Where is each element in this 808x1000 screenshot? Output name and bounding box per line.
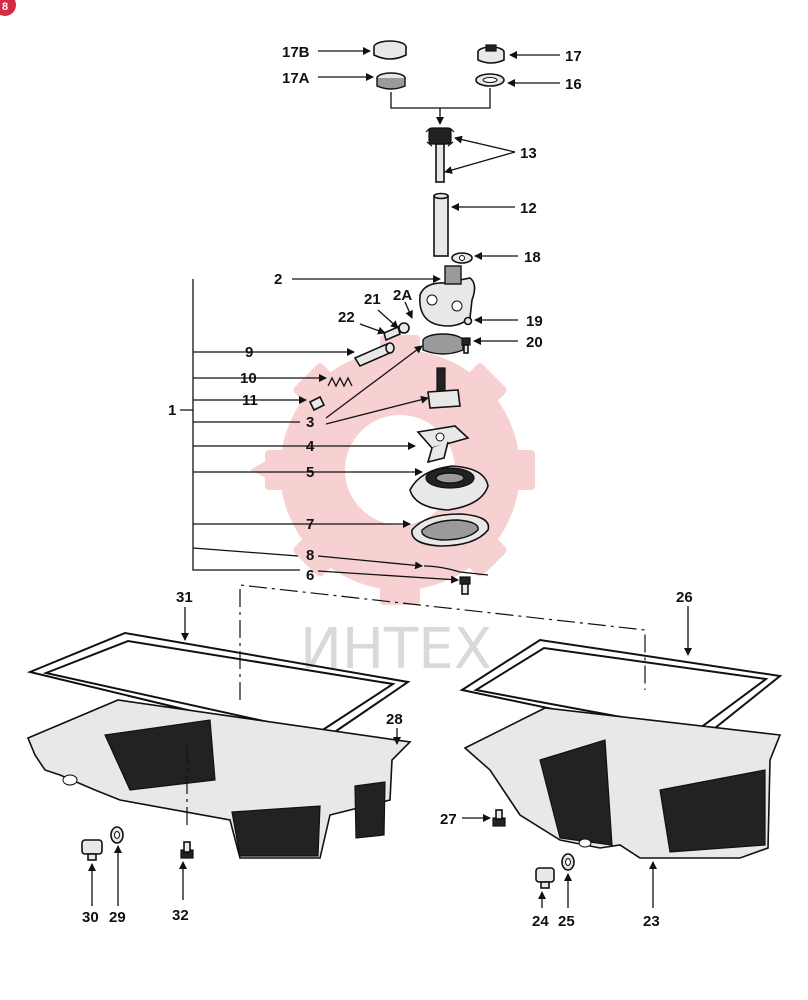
- callout-25: 25: [558, 913, 575, 930]
- callout-32: 32: [172, 907, 189, 924]
- part-21-ring: [383, 325, 401, 342]
- corner-badge: 8: [0, 0, 16, 16]
- callout-labels: 17B 17A 17 16 13 12 18 2 2A 21 22 19 20 …: [82, 44, 693, 930]
- leader-lines: [88, 47, 692, 908]
- part-9-plunger: [353, 342, 395, 368]
- callout-16: 16: [565, 76, 582, 93]
- callout-21: 21: [364, 291, 381, 308]
- callout-4: 4: [306, 438, 315, 455]
- callout-18: 18: [524, 249, 541, 266]
- part-32-bolt: [180, 841, 194, 859]
- callout-2: 2: [274, 271, 282, 288]
- callout-6: 6: [306, 567, 314, 584]
- part-29-washer: [110, 826, 124, 844]
- callout-28: 28: [386, 711, 403, 728]
- callout-20: 20: [526, 334, 543, 351]
- callout-17: 17: [565, 48, 582, 65]
- part-17a-seal: [376, 72, 406, 90]
- callout-17a: 17A: [282, 70, 310, 87]
- part-13-gear: [425, 127, 455, 183]
- part-6-bolt: [459, 576, 471, 595]
- part-20-screw: [461, 337, 471, 354]
- part-5-screen-housing: [409, 465, 489, 511]
- callout-5: 5: [306, 464, 314, 481]
- callout-29: 29: [109, 909, 126, 926]
- part-27-bolt: [492, 809, 506, 827]
- callout-12: 12: [520, 200, 537, 217]
- part-12-shaft: [433, 192, 449, 257]
- part-18-gasket: [451, 252, 473, 264]
- callout-8: 8: [306, 547, 314, 564]
- part-30-drain-plug: [81, 839, 103, 861]
- part-25-washer: [561, 853, 575, 871]
- part-17-plug: [477, 44, 505, 64]
- right-oil-pan: [463, 707, 782, 859]
- callout-3: 3: [306, 414, 314, 431]
- part-4-cover: [416, 425, 470, 464]
- callout-30: 30: [82, 909, 99, 926]
- callout-19: 19: [526, 313, 543, 330]
- watermark-text: ИНТЕХ: [300, 617, 492, 682]
- callout-23: 23: [643, 913, 660, 930]
- callout-27: 27: [440, 811, 457, 828]
- part-19-washer: [463, 316, 473, 326]
- part-2a-pin: [398, 322, 410, 334]
- callout-9: 9: [245, 344, 253, 361]
- part-3-gear-set: [422, 333, 464, 409]
- callout-24: 24: [532, 913, 549, 930]
- part-2-pump-body: [418, 265, 476, 327]
- callout-22: 22: [338, 309, 355, 326]
- callout-26: 26: [676, 589, 693, 606]
- part-16-gasket: [475, 73, 505, 87]
- part-7-screen: [411, 513, 490, 547]
- part-24-drain-plug: [535, 867, 555, 889]
- callout-1: 1: [168, 402, 176, 419]
- part-10-spring: [327, 376, 353, 388]
- callout-31: 31: [176, 589, 193, 606]
- left-oil-pan: [26, 699, 412, 859]
- callout-11: 11: [242, 392, 258, 409]
- callout-13: 13: [520, 145, 537, 162]
- part-17b-cap: [373, 40, 407, 60]
- part-11-plug: [308, 395, 326, 412]
- center-line: [239, 584, 646, 700]
- callout-17b: 17B: [282, 44, 310, 61]
- callout-7: 7: [306, 516, 314, 533]
- watermark-gear-icon: [250, 335, 535, 605]
- callout-2a: 2A: [393, 287, 412, 304]
- callout-10: 10: [240, 370, 257, 387]
